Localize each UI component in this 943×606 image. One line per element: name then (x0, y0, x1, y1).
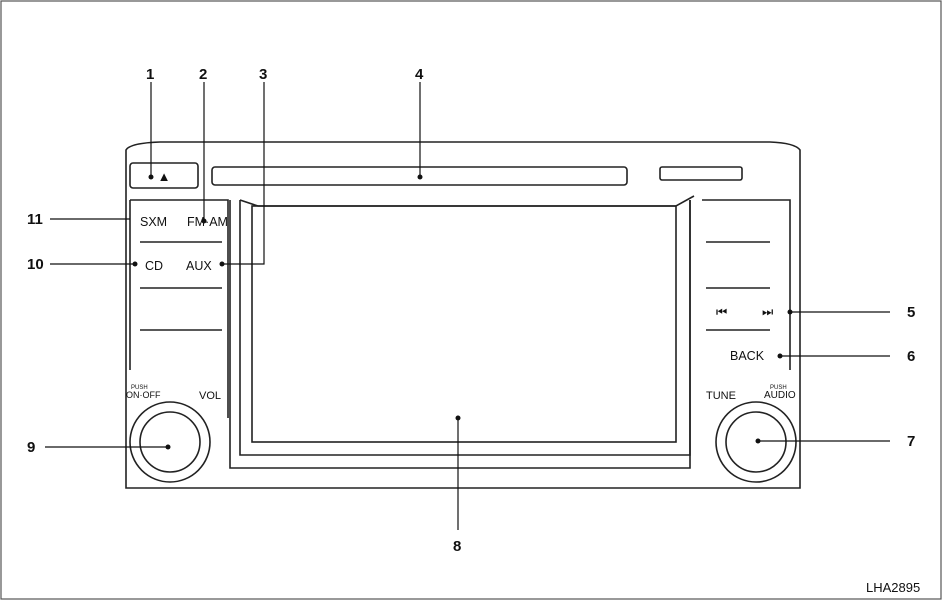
volume-knob-ring (129, 401, 211, 483)
screen-frame (239, 200, 691, 456)
sxm-button[interactable]: SXM (140, 215, 167, 229)
tune-audio-knob[interactable] (725, 411, 787, 473)
cd-button[interactable]: CD (145, 259, 163, 273)
eject-button[interactable] (129, 162, 199, 189)
callout-leaders (45, 82, 890, 530)
callout-6: 6 (907, 348, 915, 365)
card-slot (659, 166, 743, 181)
callout-3: 3 (259, 66, 267, 83)
audio-label: AUDIO (764, 390, 796, 401)
aux-button[interactable]: AUX (186, 259, 212, 273)
eject-icon: ▲ (158, 169, 171, 184)
vol-label: VOL (199, 390, 221, 402)
display-screen (251, 205, 677, 443)
callout-8: 8 (453, 538, 461, 555)
callout-4: 4 (415, 66, 424, 83)
prev-track-button[interactable]: ⏮ (716, 305, 728, 319)
unit-housing (125, 141, 801, 489)
on-off-label: ON·OFF (126, 390, 161, 400)
back-button[interactable]: BACK (730, 349, 765, 363)
callout-11: 11 (27, 211, 43, 228)
right-button-panel (702, 199, 791, 370)
tune-label: TUNE (706, 390, 736, 402)
next-track-button[interactable]: ⏭ (762, 305, 774, 319)
volume-knob[interactable] (139, 411, 201, 473)
callout-5: 5 (907, 304, 915, 321)
left-button-panel (129, 199, 229, 418)
push-label-left: PUSH (131, 385, 148, 391)
figure-id: LHA2895 (866, 580, 920, 595)
push-label-right: PUSH (770, 385, 787, 391)
callout-1: 1 (146, 66, 154, 83)
tune-knob-ring (715, 401, 797, 483)
callout-2: 2 (199, 66, 207, 83)
fm-am-button[interactable]: FM·AM (187, 215, 228, 229)
unit-inner-outline (229, 200, 691, 469)
callout-9: 9 (27, 439, 35, 456)
callout-7: 7 (907, 433, 915, 450)
screen-bezel (239, 195, 695, 207)
callout-10: 10 (27, 256, 44, 273)
